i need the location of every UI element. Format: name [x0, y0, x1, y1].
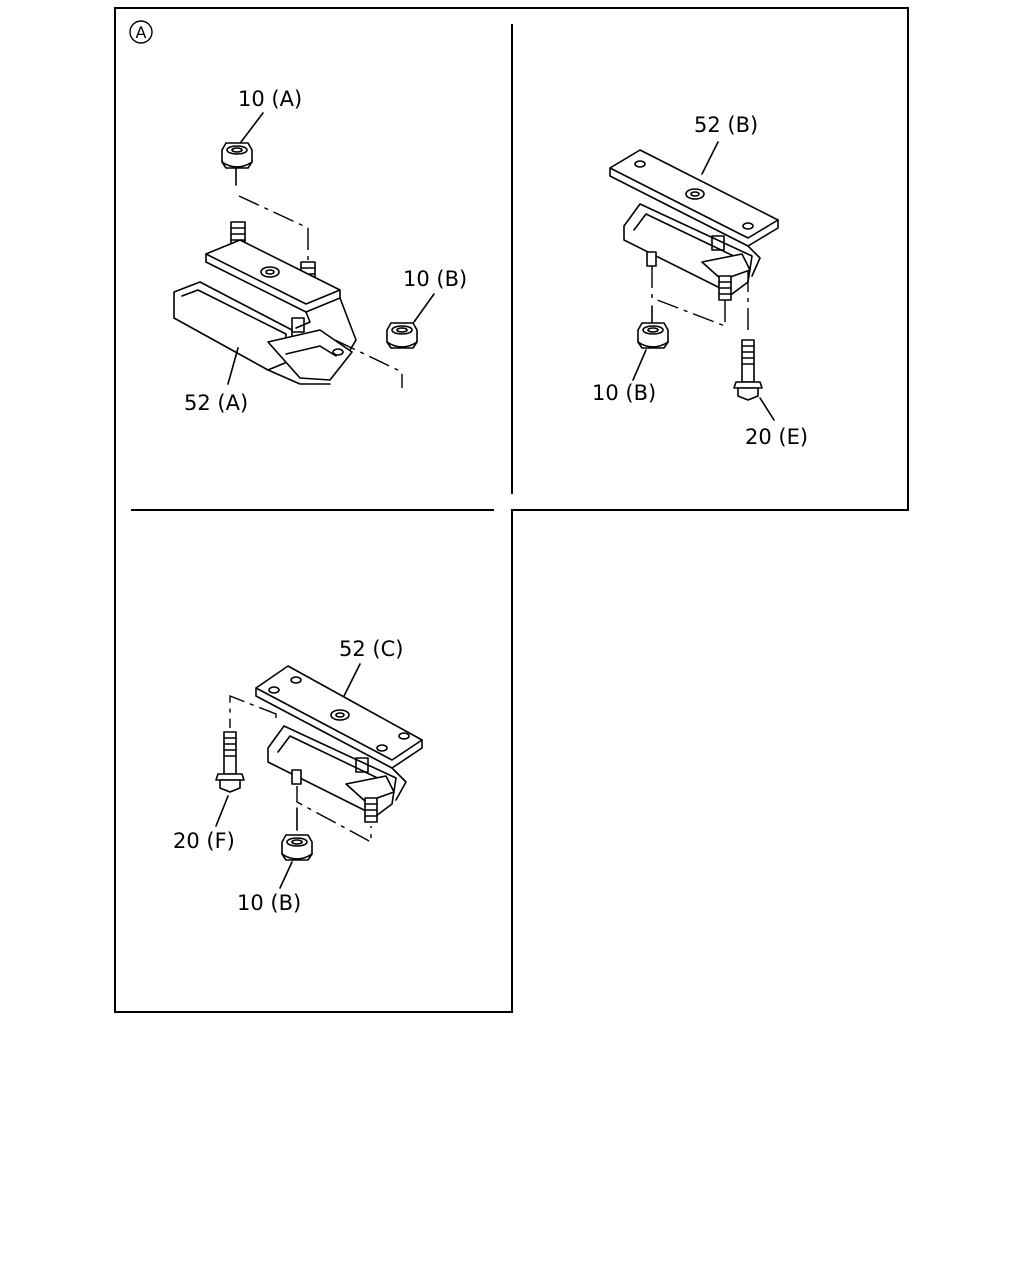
flange-nut-icon	[281, 834, 313, 861]
panel-b: 52 (B) 10 (B) 20 (E)	[592, 113, 808, 449]
label-nut-10b: 10 (B)	[237, 891, 301, 915]
engine-mount-icon	[173, 239, 357, 385]
engine-mount-icon	[255, 665, 423, 817]
svg-text:A: A	[136, 23, 147, 42]
stud-icon	[364, 797, 378, 823]
flange-nut-icon	[637, 322, 669, 349]
panel-c: 52 (C) 20 (F) 10 (B)	[173, 637, 423, 915]
label-mount-52a: 52 (A)	[184, 391, 248, 415]
flange-bolt-icon	[215, 731, 245, 793]
label-nut-10a: 10 (A)	[238, 87, 302, 111]
label-bolt-20e: 20 (E)	[745, 425, 808, 449]
label-mount-52c: 52 (C)	[339, 637, 403, 661]
flange-bolt-icon	[733, 339, 763, 401]
flange-nut-icon	[386, 322, 418, 349]
section-marker: A	[129, 20, 153, 44]
stud-icon	[291, 769, 302, 785]
stud-icon	[718, 275, 732, 301]
label-mount-52b: 52 (B)	[694, 113, 758, 137]
diagram-frame	[114, 7, 909, 1013]
stud-icon	[646, 251, 657, 267]
label-nut-10b: 10 (B)	[592, 381, 656, 405]
engine-mount-icon	[609, 149, 779, 295]
panel-a: 10 (A) 10 (B) 52 (A)	[173, 87, 467, 415]
label-nut-10b: 10 (B)	[403, 267, 467, 291]
label-bolt-20f: 20 (F)	[173, 829, 235, 853]
flange-nut-icon	[221, 142, 253, 169]
